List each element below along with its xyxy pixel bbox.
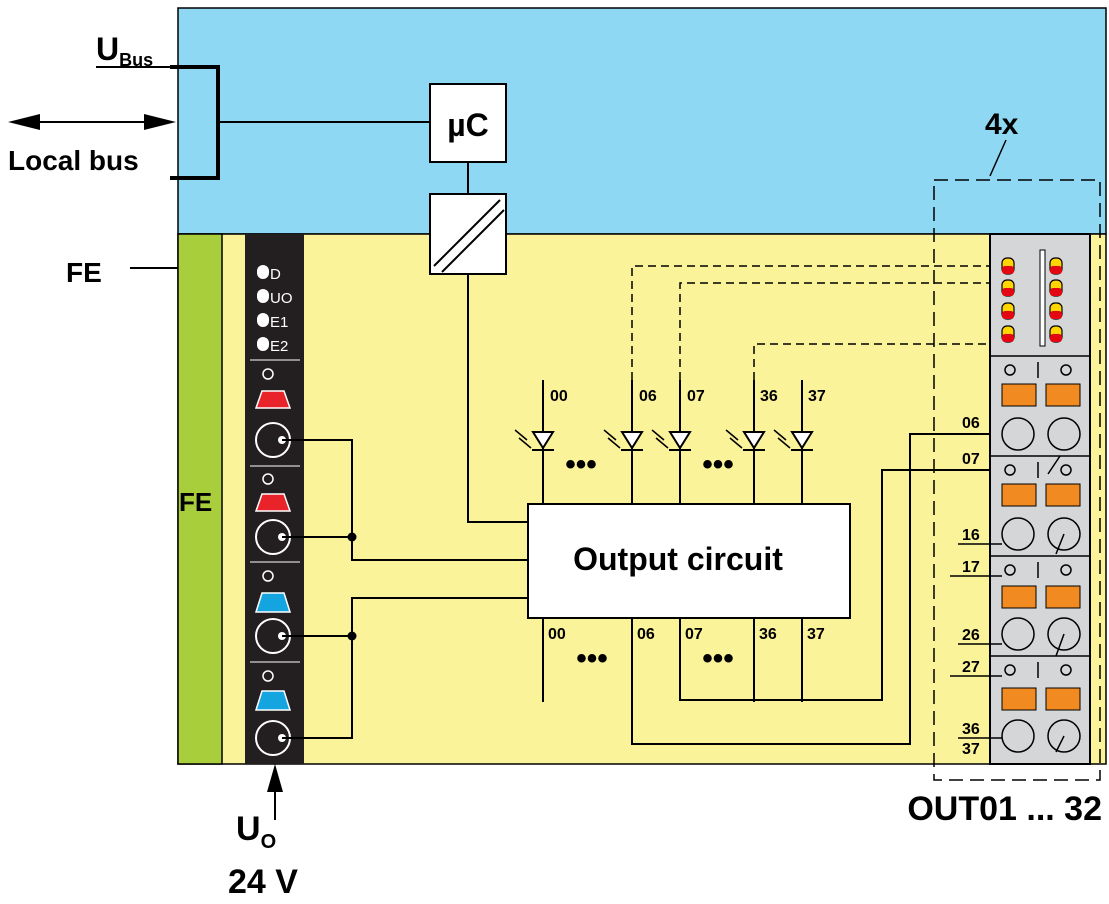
led-label-e2: E2 <box>270 338 288 355</box>
led-panel: D UO E1 E2 <box>257 265 293 355</box>
local-bus-arrow-right <box>144 114 176 130</box>
converter-slash-b <box>441 209 505 273</box>
terminal-label-lines <box>950 543 1002 739</box>
terminal-blue-2 <box>254 690 292 711</box>
terminal-label-16: 16 <box>962 527 980 544</box>
terminal-label-06: 06 <box>962 415 980 432</box>
terminal-block-row-4 <box>1001 633 1081 753</box>
multiplier-label: 4x <box>985 108 1019 141</box>
led-e2 <box>257 337 269 351</box>
terminal-release-1 <box>262 368 274 380</box>
led-d <box>257 265 269 279</box>
supply-wire-3 <box>282 597 528 739</box>
terminal-block-row-3 <box>1001 533 1081 651</box>
channel-top-06: 06 <box>639 388 657 405</box>
output-circuit-box <box>527 503 851 619</box>
led-diode-07 <box>651 429 692 451</box>
terminal-release-4 <box>262 670 274 682</box>
channel-bottom-07: 07 <box>685 626 703 643</box>
terminal-block-leds <box>1001 249 1063 347</box>
converter-slash-a <box>433 199 501 267</box>
fe-left-label: FE <box>66 257 102 288</box>
local-bus-label: Local bus <box>8 145 139 176</box>
ellipsis-top-2: ••• <box>702 448 734 481</box>
led-e1 <box>257 313 269 327</box>
terminal-label-17: 17 <box>962 559 980 576</box>
led-uo <box>257 289 269 303</box>
terminal-block-row-1 <box>1001 362 1081 451</box>
junction-2 <box>347 631 357 641</box>
ellipsis-top-1: ••• <box>565 448 597 481</box>
channel-bottom-06: 06 <box>637 626 655 643</box>
channel-bottom-37: 37 <box>807 626 825 643</box>
terminal-blue-1 <box>254 592 292 613</box>
dashed-led-links <box>631 265 1004 380</box>
multiplier-pointer <box>989 139 1007 177</box>
terminal-red-1 <box>254 390 292 409</box>
junction-1 <box>347 532 357 542</box>
terminal-label-36: 36 <box>962 721 980 738</box>
ellipsis-bottom-1: ••• <box>576 642 608 675</box>
terminal-red-2 <box>254 493 292 512</box>
terminal-label-27: 27 <box>962 659 980 676</box>
channel-top-37: 37 <box>808 388 826 405</box>
channel-lines-bottom <box>542 433 1064 745</box>
group-dashed-frame <box>933 179 1101 781</box>
terminal-label-26: 26 <box>962 627 980 644</box>
ubus-label: UBus <box>96 31 153 70</box>
led-label-uo: UO <box>270 290 293 307</box>
led-label-e1: E1 <box>270 314 288 331</box>
fe-strip <box>177 233 223 765</box>
led-label-d: D <box>270 266 281 283</box>
channel-top-36: 36 <box>760 388 778 405</box>
channel-top-00: 00 <box>550 388 568 405</box>
ellipsis-bottom-2: ••• <box>702 642 734 675</box>
led-diode-00 <box>514 429 555 451</box>
terminal-release-2 <box>262 473 274 485</box>
status-led-diodes <box>514 429 814 451</box>
local-bus-arrow-left <box>8 114 40 130</box>
voltage-label: 24 V <box>228 863 298 901</box>
terminal-label-07: 07 <box>962 451 980 468</box>
led-diode-36 <box>725 429 766 451</box>
uc-label: µC <box>447 107 489 143</box>
terminal-label-37: 37 <box>962 741 980 758</box>
out-range-label: OUT01 ... 32 <box>907 790 1102 828</box>
converter-to-output-line <box>467 274 528 523</box>
terminal-release-3 <box>262 570 274 582</box>
fe-strip-label: FE <box>179 487 212 517</box>
terminal-block-rows <box>990 355 1090 657</box>
channel-bottom-36: 36 <box>759 626 777 643</box>
channel-bottom-00: 00 <box>548 626 566 643</box>
channel-top-07: 07 <box>687 388 705 405</box>
led-diode-06 <box>603 429 644 451</box>
uo-label: UO <box>236 810 276 853</box>
uc-box <box>429 83 507 163</box>
io-area <box>177 233 1107 765</box>
uo-arrow-head <box>267 764 283 792</box>
supply-wire-1 <box>282 439 528 561</box>
output-circuit-label: Output circuit <box>573 541 783 577</box>
led-diode-37 <box>773 429 814 451</box>
